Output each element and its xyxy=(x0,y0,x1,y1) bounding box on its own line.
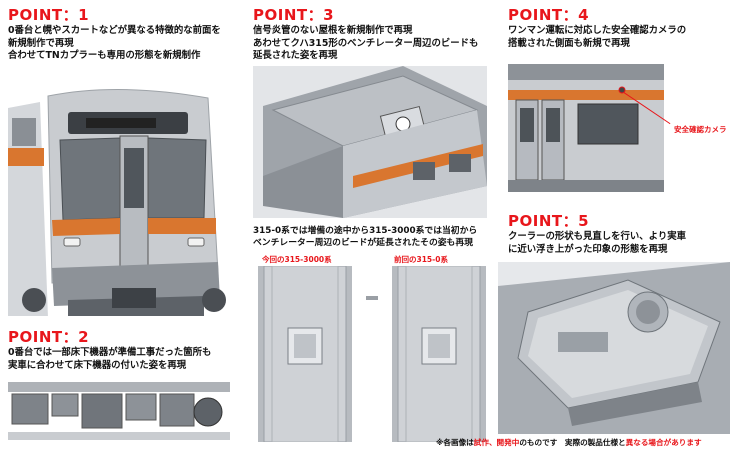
point1-line-2: 新規制作で再現 xyxy=(8,37,74,49)
point4-title: POINT：4 xyxy=(508,6,590,24)
point4-side-image xyxy=(508,64,664,192)
point5-line-2: に近い浮き上がった印象の形態を再現 xyxy=(508,243,668,255)
roof-label-0: 前回の315-0系 xyxy=(394,255,448,264)
point4-line-1: ワンマン運転に対応した安全確認カメラの xyxy=(508,25,687,36)
point3-line-2: あわせてクハ315形のベンチレーター周辺のビードも xyxy=(253,37,479,49)
point2-line-2: 実車に合わせて床下機器の付いた姿を再現 xyxy=(8,359,187,371)
footer-disclaimer: ※各画像は試作、開発中のものです 実際の製品仕様と異なる場合があります xyxy=(436,437,702,448)
point5-title: POINT：5 xyxy=(508,212,590,230)
point1-front-image xyxy=(8,68,230,316)
roof-compare-separator xyxy=(366,296,378,300)
point1-line-3: 合わせてTNカプラーも専用の形態を新規制作 xyxy=(8,50,201,61)
point1-title: POINT：1 xyxy=(8,6,90,24)
roof-compare-image-3000 xyxy=(258,266,352,442)
point2-caption: 0番台では一部床下機器が準備工事だった箇所も 実車に合わせて床下機器の付いた姿を… xyxy=(8,347,211,372)
point5-caption: クーラーの形状も見直しを行い、より実車 に近い浮き上がった印象の形態を再現 xyxy=(508,231,686,256)
point3-roof-line-2: ベンチレーター周辺のビードが延長されたその姿も再現 xyxy=(253,238,473,248)
point1-line-1: 0番台と幌やスカートなどが異なる特徴的な前面を xyxy=(8,25,221,36)
roof-compare-image-0 xyxy=(392,266,486,442)
point5-line-1: クーラーの形状も見直しを行い、より実車 xyxy=(508,231,686,242)
point3-roof-caption: 315-0系では増備の途中から315-3000系では当初から ベンチレーター周辺… xyxy=(253,225,477,249)
point3-line-3: 延長された姿を再現 xyxy=(253,50,338,61)
footer-part-1: ※各画像は xyxy=(436,438,474,447)
point2-line-1: 0番台では一部床下機器が準備工事だった箇所も xyxy=(8,347,212,358)
footer-part-2: 試作、開発中 xyxy=(473,438,520,447)
point3-caption: 信号炎管のない屋根を新規制作で再現 あわせてクハ315形のベンチレーター周辺のビ… xyxy=(253,25,478,63)
point4-caption: ワンマン運転に対応した安全確認カメラの 搭載された側面も新規で再現 xyxy=(508,25,686,50)
point2-title: POINT：2 xyxy=(8,328,90,346)
footer-part-4: 異なる場合があります xyxy=(625,438,702,447)
point2-underfloor-image xyxy=(8,382,230,440)
camera-label: 安全確認カメラ xyxy=(674,125,727,134)
point3-title: POINT：3 xyxy=(253,6,335,24)
point5-cooler-image xyxy=(498,262,730,434)
point4-line-2: 搭載された側面も新規で再現 xyxy=(508,37,630,49)
roof-label-3000: 今回の315-3000系 xyxy=(262,255,332,264)
point3-roof-line-1: 315-0系では増備の途中から315-3000系では当初から xyxy=(253,226,478,236)
point3-roof-image xyxy=(253,66,487,218)
point3-line-1: 信号炎管のない屋根を新規制作で再現 xyxy=(253,25,413,36)
footer-part-3: のものです 実際の製品仕様と xyxy=(519,438,626,447)
point1-caption: 0番台と幌やスカートなどが異なる特徴的な前面を 新規制作で再現 合わせてTNカプ… xyxy=(8,25,221,63)
